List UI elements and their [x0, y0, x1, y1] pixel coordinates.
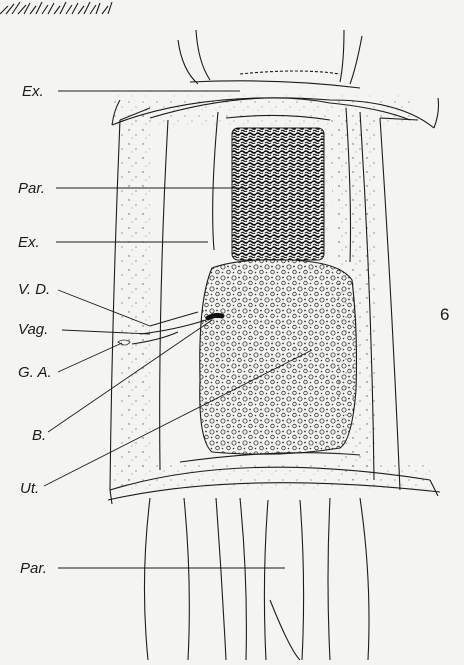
label-ga: G. A.	[18, 343, 122, 381]
anterior-segment	[178, 30, 362, 84]
svg-text:G. A.: G. A.	[18, 364, 52, 381]
svg-text:Par.: Par.	[20, 560, 47, 577]
svg-text:B.: B.	[32, 427, 46, 444]
svg-text:Ut.: Ut.	[20, 480, 39, 497]
svg-text:Par.: Par.	[18, 180, 45, 197]
figure-number: 6	[440, 305, 449, 324]
svg-text:Ex.: Ex.	[22, 83, 44, 100]
svg-text:Ex.: Ex.	[18, 234, 40, 251]
top-fringe	[0, 2, 112, 14]
posterior-segment	[144, 498, 369, 660]
svg-text:V. D.: V. D.	[18, 281, 50, 298]
svg-text:Vag.: Vag.	[18, 321, 48, 338]
label-ex-mid: Ex.	[18, 234, 208, 251]
uterus	[200, 260, 357, 455]
